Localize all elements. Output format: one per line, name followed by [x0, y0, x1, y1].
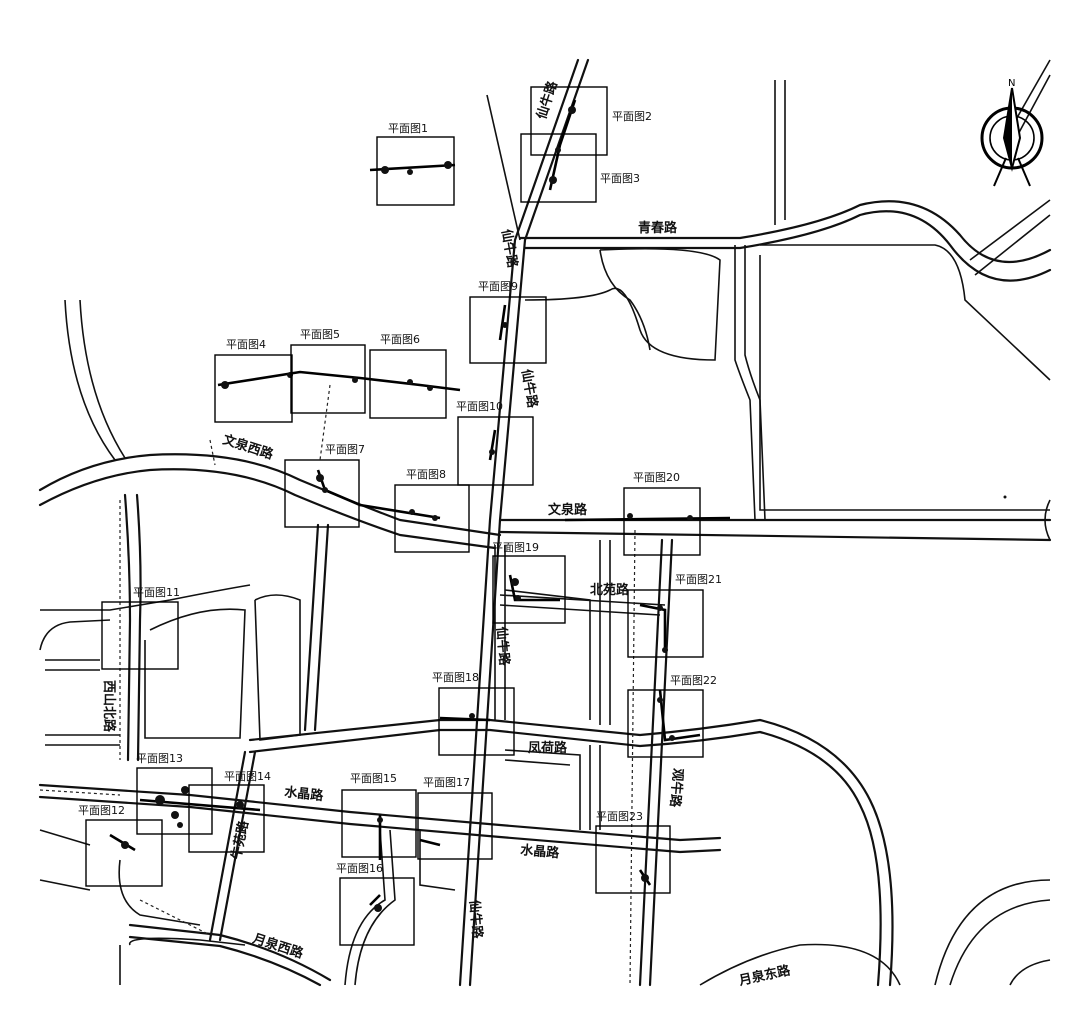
frame-14 — [188, 784, 265, 853]
frame-label-15: 平面图15 — [350, 772, 397, 785]
frame-label-12: 平面图12 — [78, 804, 125, 817]
frame-label-23: 平面图23 — [596, 810, 643, 823]
frame-label-20: 平面图20 — [633, 471, 680, 484]
road-label-fenghe: 凤荷路 — [528, 740, 568, 756]
frame-label-16: 平面图16 — [336, 862, 383, 875]
frame-label-2: 平面图2 — [612, 110, 652, 123]
frame-label-3: 平面图3 — [600, 172, 640, 185]
frame-20 — [623, 487, 701, 556]
frame-8 — [394, 484, 470, 553]
frame-label-13: 平面图13 — [136, 752, 183, 765]
frame-label-18: 平面图18 — [432, 671, 479, 684]
frame-label-14: 平面图14 — [224, 770, 271, 783]
pipeline-routes — [109, 99, 731, 906]
frame-7 — [284, 459, 360, 528]
road-network — [38, 58, 1052, 987]
frame-label-22: 平面图22 — [670, 674, 717, 687]
pipe-nodes — [121, 106, 1007, 912]
frame-label-5: 平面图5 — [300, 328, 340, 341]
road-label-shuijing-1: 水晶路 — [284, 784, 325, 804]
frame-label-1: 平面图1 — [388, 122, 428, 135]
north-label: N — [1008, 78, 1015, 89]
north-arrow-icon: N — [980, 78, 1044, 187]
frame-label-4: 平面图4 — [226, 338, 266, 351]
road-label-guanniu: 观牛路 — [667, 768, 686, 809]
frame-12 — [85, 819, 163, 887]
frame-19 — [492, 555, 566, 624]
frame-5 — [290, 344, 366, 414]
frame-1 — [376, 136, 455, 206]
road-label-shuijing-2: 水晶路 — [520, 842, 561, 861]
road-label-qingchun: 青春路 — [638, 220, 678, 236]
road-label-beiyuan: 北苑路 — [590, 582, 630, 598]
frame-label-21: 平面图21 — [675, 573, 722, 586]
dashed-lines — [39, 384, 636, 986]
frame-label-7: 平面图7 — [325, 443, 365, 456]
road-label-yuequan-east: 月泉东路 — [737, 962, 793, 989]
frame-label-17: 平面图17 — [423, 776, 470, 789]
frame-22 — [627, 689, 704, 758]
road-label-xianniu-1: 仙牛路 — [534, 78, 562, 121]
frame-23 — [595, 825, 671, 894]
frame-11 — [101, 601, 179, 670]
frame-16 — [339, 877, 415, 946]
frame-21 — [627, 589, 704, 658]
frame-2 — [530, 86, 608, 156]
road-label-xishan: 西山北路 — [101, 680, 117, 733]
road-label-xianniu-3: 仙牛路 — [518, 368, 541, 410]
frame-6 — [369, 349, 447, 419]
road-label-wenquan: 文泉路 — [548, 502, 588, 518]
frame-label-9: 平面图9 — [478, 280, 518, 293]
road-label-xianniu-4: 仙牛路 — [493, 626, 512, 667]
road-label-xianniu-5: 仙牛路 — [466, 899, 485, 940]
frame-label-10: 平面图10 — [456, 400, 503, 413]
road-label-xianniu-2: 仙牛路 — [498, 228, 521, 270]
frame-13 — [136, 767, 213, 835]
frame-10 — [457, 416, 534, 486]
frame-17 — [417, 792, 493, 860]
frame-boxes — [85, 86, 704, 946]
frame-15 — [341, 789, 417, 858]
frame-labels: 平面图1 平面图2 平面图3 平面图4 平面图5 平面图6 平面图7 平面图8 … — [78, 110, 722, 875]
frame-label-8: 平面图8 — [406, 468, 446, 481]
frame-18 — [438, 687, 515, 756]
frame-label-11: 平面图11 — [133, 586, 180, 599]
frame-label-19: 平面图19 — [492, 541, 539, 554]
frame-4 — [214, 354, 293, 423]
frame-3 — [520, 133, 597, 203]
frame-label-6: 平面图6 — [380, 333, 420, 346]
frame-9 — [469, 296, 547, 364]
